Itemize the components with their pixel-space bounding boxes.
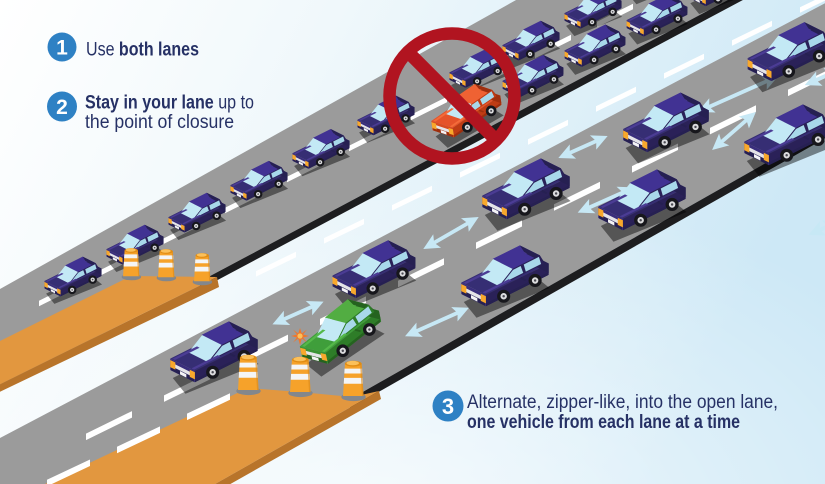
svg-text:Stay in your lane up to: Stay in your lane up to (85, 93, 254, 114)
svg-text:3: 3 (442, 394, 454, 419)
svg-text:Use both lanes: Use both lanes (86, 40, 199, 61)
svg-text:1: 1 (56, 36, 68, 59)
svg-text:Alternate, zipper-like, into t: Alternate, zipper-like, into the open la… (467, 392, 778, 413)
svg-text:the point of closure: the point of closure (85, 112, 234, 133)
svg-text:2: 2 (56, 96, 68, 119)
svg-text:one vehicle from each lane at: one vehicle from each lane at a time (467, 412, 740, 433)
